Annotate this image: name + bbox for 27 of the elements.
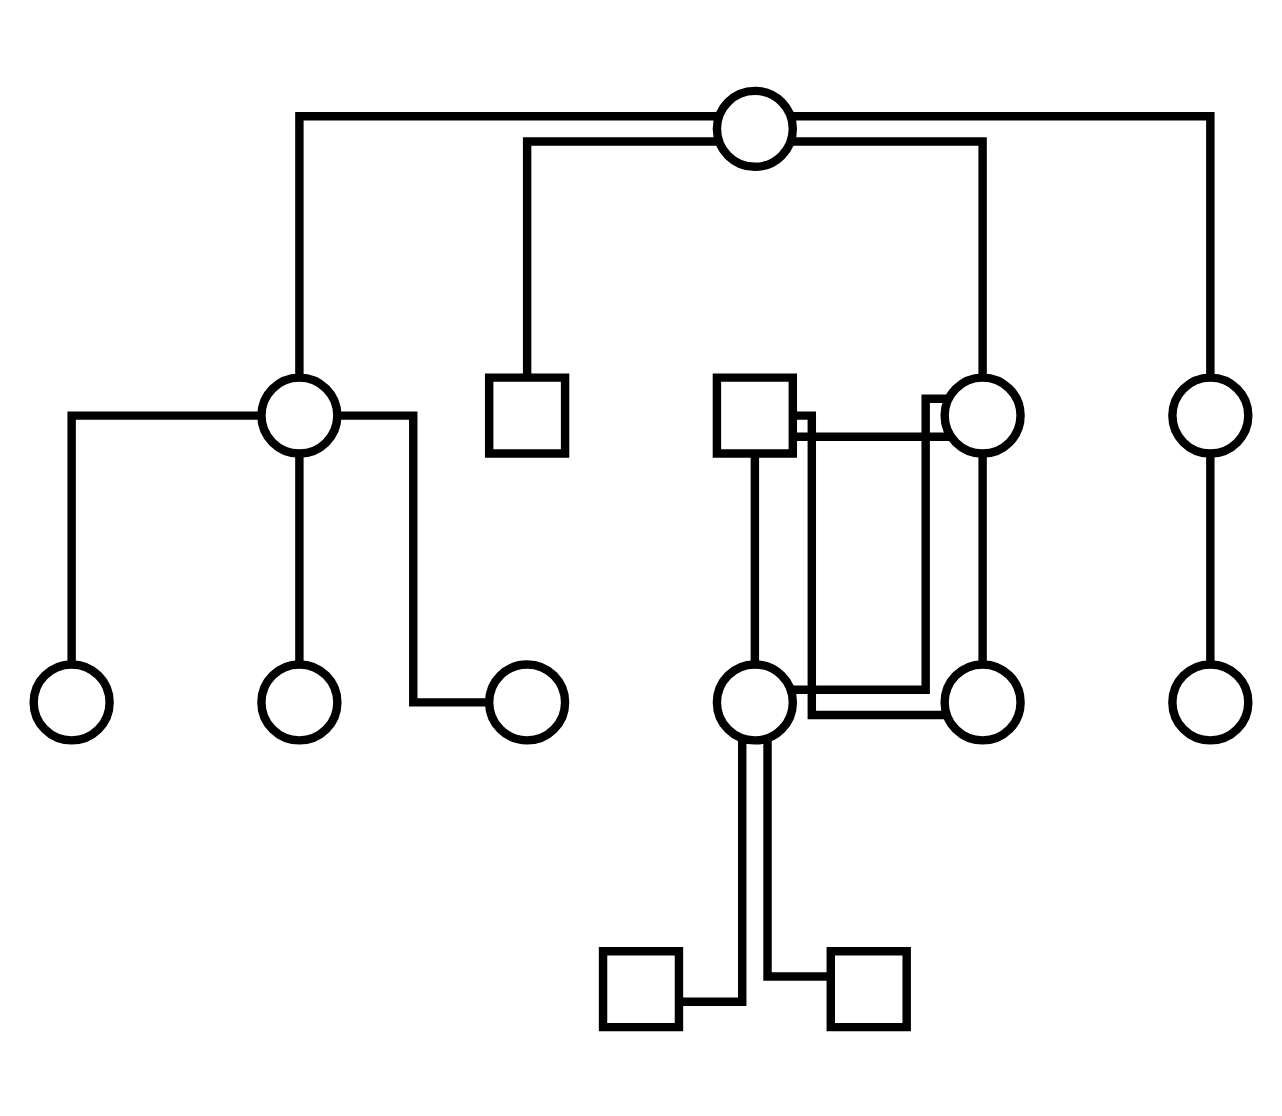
- node-circle: [257, 659, 342, 744]
- connector: [978, 453, 987, 664]
- node-circle: [712, 659, 798, 744]
- connector: [750, 453, 760, 664]
- node-circle: [29, 659, 114, 744]
- node-circle: [1168, 372, 1253, 457]
- connector: [1206, 453, 1215, 664]
- connector: [295, 110, 718, 376]
- node-box: [598, 946, 684, 1031]
- node-circle: [940, 659, 1025, 744]
- node-circle: [484, 659, 570, 744]
- connector: [792, 110, 1215, 376]
- connector: [792, 136, 987, 377]
- node-box: [712, 372, 798, 457]
- connector: [679, 738, 747, 1006]
- node-circle: [1168, 659, 1253, 744]
- connector: [67, 410, 260, 663]
- node-circle: [257, 372, 342, 457]
- connector: [295, 453, 304, 664]
- connector: [794, 431, 951, 440]
- connector: [337, 410, 489, 706]
- node-circle: [940, 372, 1025, 457]
- connector: [763, 737, 830, 980]
- node-circle: [712, 85, 798, 170]
- connector: [522, 136, 718, 377]
- node-box: [826, 946, 911, 1031]
- node-box: [484, 372, 570, 457]
